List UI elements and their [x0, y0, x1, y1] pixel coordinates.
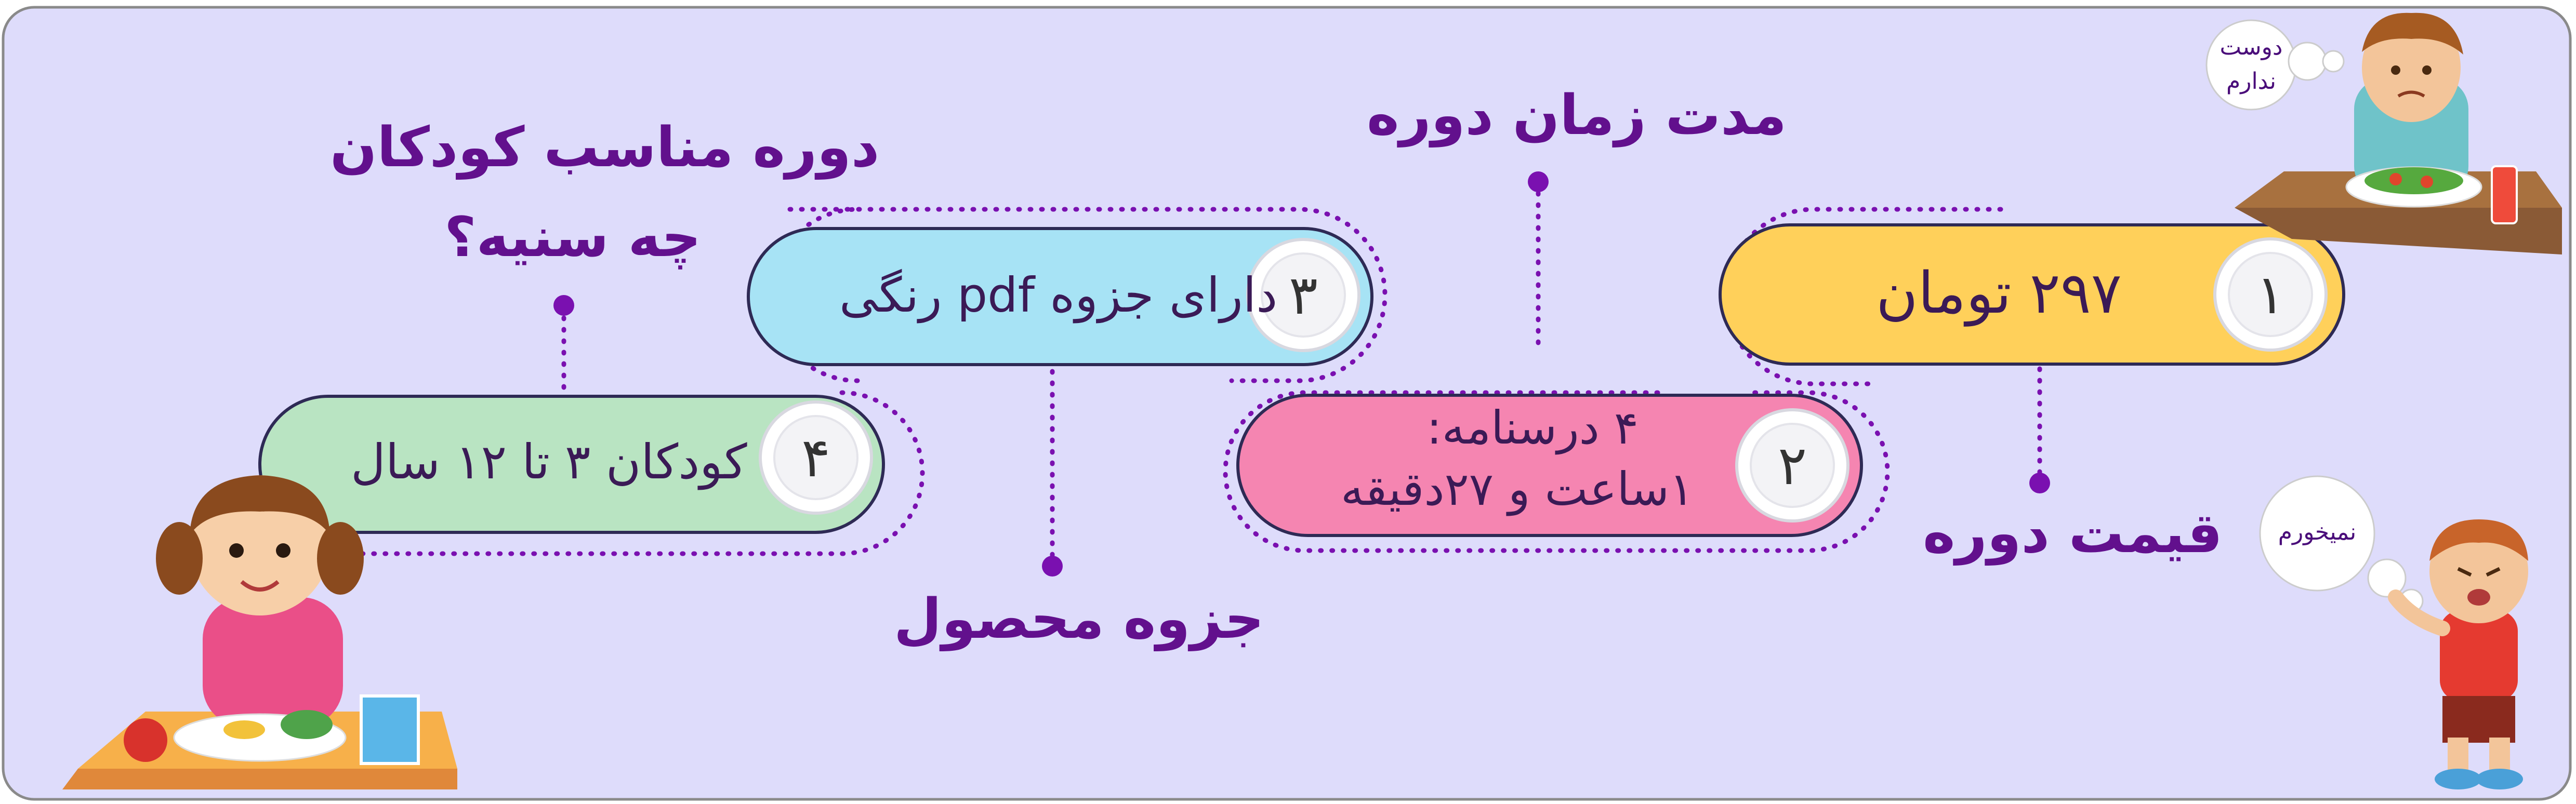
step-4-number: ۴ [801, 426, 830, 489]
dotted-outlines [320, 179, 2042, 569]
step-2-line1: ۴ درسنامه: [1426, 401, 1639, 454]
boy-at-table-icon [2235, 12, 2562, 254]
heading-age-line2: چه سنیه؟ [444, 205, 702, 269]
heading-duration: مدت زمان دوره [1367, 83, 1787, 147]
bubble-dont-like-line1: دوست [2220, 34, 2283, 60]
heading-price: قیمت دوره [1923, 501, 2223, 565]
step-1-text: ۲۹۷ تومان [1876, 260, 2122, 326]
step-3-text: دارای جزوه pdf رنگی [839, 267, 1278, 323]
step-4-text: کودکان ۳ تا ۱۲ سال [351, 434, 747, 490]
bubble-wont-eat: نمیخورم [2278, 519, 2357, 545]
thought-bubble-wont-eat [2259, 475, 2375, 592]
dotted-outline-3 [787, 207, 1388, 383]
step-4-pill [258, 395, 885, 534]
step-pills [258, 223, 2345, 537]
connector-dots [553, 171, 2050, 577]
dotted-outline-3b [769, 207, 860, 383]
step-3-number: ۳ [1289, 263, 1318, 327]
connector-dot-booklet [1042, 556, 1063, 577]
bubble-dont-like-line2: ندارم [2226, 68, 2277, 95]
step-3-pill [747, 227, 1373, 366]
step-2-pill [1236, 394, 1863, 537]
thought-bubbles [2205, 19, 2424, 613]
dotted-outline-1 [1724, 207, 2003, 386]
connector-dot-age [553, 295, 574, 316]
step-2-line2: ۱ساعت و ۲۷دقیقه [1341, 462, 1694, 516]
step-1-number: ۱ [2256, 263, 2285, 326]
step-1-pill [1719, 223, 2345, 366]
connector-dot-duration [1528, 171, 1549, 192]
girl-eating-icon [62, 475, 457, 789]
step-2-number: ۲ [1778, 434, 1807, 497]
heading-booklet: جزوه محصول [894, 587, 1264, 651]
number-circles [759, 237, 2328, 522]
connector-dot-price [2029, 473, 2050, 493]
boy-refusing-icon [2388, 519, 2528, 789]
dotted-outline-4 [320, 390, 925, 556]
heading-age-line1: دوره مناسب کودکان [330, 115, 880, 179]
